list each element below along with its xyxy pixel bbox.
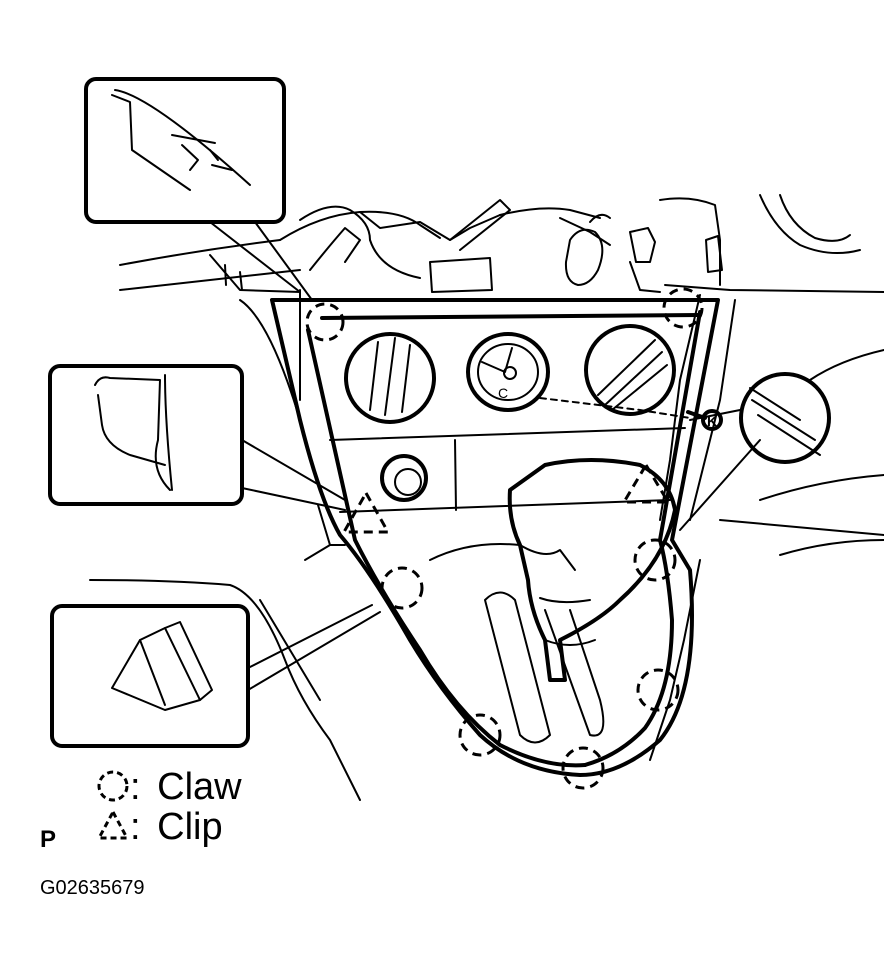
detail-callout-middle (48, 364, 346, 511)
claw-label: Claw (157, 766, 242, 808)
legend-separator: : (130, 766, 141, 808)
clip-label: Clip (157, 806, 223, 848)
claw-marker (662, 287, 704, 329)
detail-callout-top (84, 77, 313, 301)
claw-markers (305, 287, 704, 790)
knob-detail-view (679, 372, 831, 531)
detail-callout-bottom (50, 604, 381, 748)
screw-letter: K (707, 413, 717, 429)
claw-marker (561, 746, 605, 790)
claw-marker (636, 668, 680, 712)
shift-lever (507, 458, 677, 682)
claw-legend-label: : Claw (130, 768, 242, 806)
gauge-letter: C (498, 385, 508, 401)
shift-gate (429, 543, 605, 744)
mode-gauge-center: C (466, 332, 550, 412)
legend-symbols (96, 770, 130, 840)
dashboard-background (89, 194, 884, 801)
figure-code: G02635679 (40, 877, 145, 899)
clip-legend-label: : Clip (130, 808, 223, 846)
clip-markers (341, 462, 671, 534)
claw-marker (633, 538, 677, 582)
claw-marker (380, 566, 424, 610)
clip-marker (341, 489, 391, 534)
claw-marker (305, 302, 345, 342)
claw-legend-icon (97, 770, 129, 802)
console-bezel (270, 298, 720, 777)
page-letter: P (40, 826, 57, 853)
clip-marker (621, 462, 671, 504)
clip-legend-icon (96, 808, 130, 840)
legend-separator: : (130, 806, 141, 848)
temperature-knob-left (344, 332, 436, 424)
claw-marker (458, 713, 502, 757)
pushbutton (380, 454, 428, 502)
fan-knob-right (584, 324, 676, 416)
